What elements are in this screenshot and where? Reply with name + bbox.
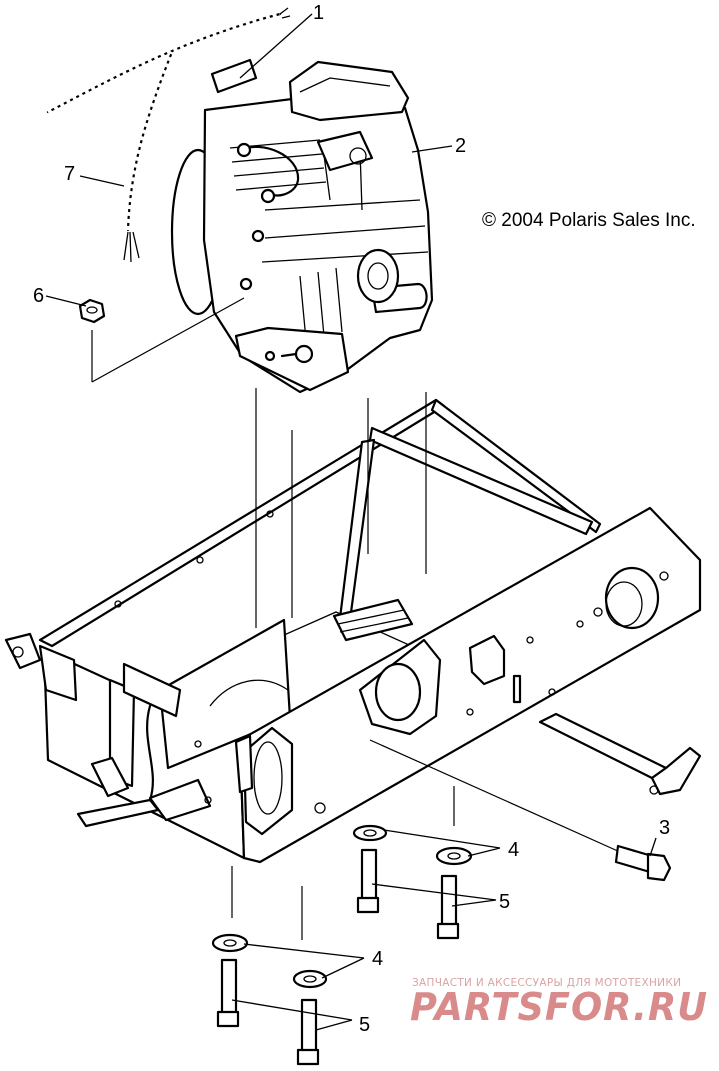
callout-5b: 5 xyxy=(359,1014,370,1036)
callout-3: 3 xyxy=(659,817,670,839)
callout-1: 1 xyxy=(313,2,324,24)
bolts-5-part xyxy=(216,848,460,1066)
callout-6: 6 xyxy=(33,285,44,307)
callout-4a: 4 xyxy=(508,839,519,861)
watermark-tagline: ЗАПЧАСТИ И АКСЕССУАРЫ ДЛЯ МОТОТЕХНИКИ xyxy=(412,977,681,989)
watermark-brand: PARTSFOR.RU xyxy=(410,985,708,1029)
decal-part xyxy=(210,58,258,94)
washers-part xyxy=(211,824,473,989)
callout-7: 7 xyxy=(64,163,75,185)
copyright-text: © 2004 Polaris Sales Inc. xyxy=(482,210,696,231)
nut-part xyxy=(78,298,106,324)
leader-lines xyxy=(45,13,657,1031)
callout-labels: 1 2 3 4 4 5 5 6 7 xyxy=(33,2,670,1036)
frame-part xyxy=(4,398,702,864)
bolt-3-part xyxy=(614,844,672,882)
callout-4b: 4 xyxy=(372,948,383,970)
callout-2: 2 xyxy=(455,135,466,157)
callout-5a: 5 xyxy=(499,891,510,913)
wiring-harness xyxy=(46,7,291,263)
watermark: ЗАПЧАСТИ И АКСЕССУАРЫ ДЛЯ МОТОТЕХНИКИ PA… xyxy=(410,977,708,1029)
engine-part xyxy=(170,60,434,394)
alignment-lines xyxy=(91,297,621,940)
